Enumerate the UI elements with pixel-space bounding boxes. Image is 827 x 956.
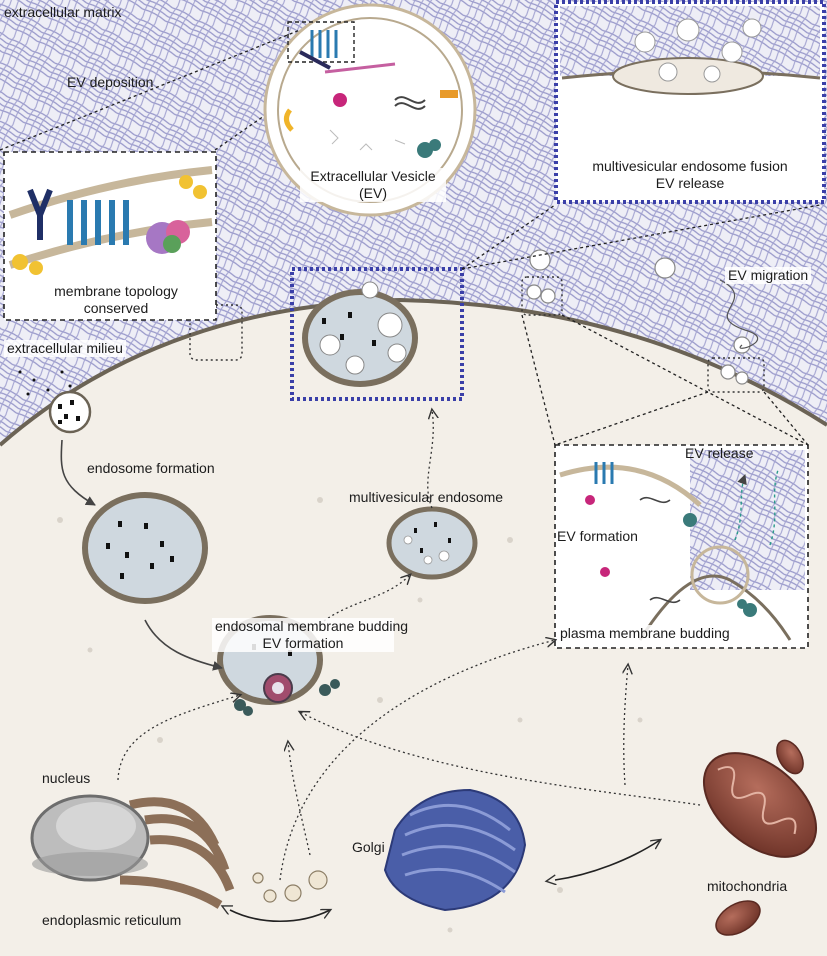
extracellular-vesicle-inset — [263, 3, 477, 217]
nucleus-er — [30, 794, 235, 909]
early-endosome — [82, 492, 208, 604]
transport-vesicles — [252, 870, 328, 903]
label-endosomal-budding-line1: endosomal membrane budding — [215, 618, 409, 634]
label-extracellular-matrix: extracellular matrix — [4, 4, 122, 20]
mve-fusion-detail — [302, 281, 418, 387]
membrane-topology-inset — [3, 151, 217, 321]
label-ev-line2: (EV) — [359, 185, 387, 201]
label-nucleus: nucleus — [42, 770, 91, 786]
label-membrane-topology: membrane topology conserved — [24, 283, 208, 317]
label-extracellular-milieu: extracellular milieu — [4, 340, 126, 357]
label-mve-fusion: multivesicular endosome fusion EV releas… — [562, 158, 818, 192]
pathway-arrows-solid — [60, 439, 223, 671]
ev-formation-release-inset — [554, 444, 809, 649]
label-ev-release: EV release — [685, 445, 754, 461]
label-golgi: Golgi — [352, 839, 385, 855]
label-membrane-topology-line1: membrane topology — [54, 283, 178, 299]
mve-fusion-highlight-box — [290, 267, 464, 401]
label-plasma-membrane-budding: plasma membrane budding — [557, 625, 733, 642]
label-ev-deposition: EV deposition — [67, 74, 154, 90]
mve-fusion-inset — [554, 0, 826, 204]
label-endosomal-budding: endosomal membrane budding EV formation — [212, 618, 409, 652]
label-membrane-topology-line2: conserved — [83, 300, 149, 316]
ev-migration-path — [719, 279, 759, 349]
ev-migration-region-box — [707, 357, 765, 393]
exchange-arrows — [230, 840, 660, 922]
extracellular-milieu-dots — [18, 370, 72, 396]
label-ev-formation: EV formation — [557, 528, 638, 544]
label-mve-fusion-line2: EV release — [655, 175, 725, 191]
label-multivesicular-endosome: multivesicular endosome — [349, 489, 504, 505]
label-ev-line1: Extracellular Vesicle — [310, 168, 436, 184]
plasma-membrane — [0, 297, 827, 447]
label-mve-fusion-line1: multivesicular endosome fusion — [592, 158, 788, 174]
cytoplasm-particles — [57, 497, 643, 933]
label-endoplasmic-reticulum: endoplasmic reticulum — [42, 912, 182, 928]
label-extracellular-vesicle: Extracellular Vesicle (EV) — [300, 168, 446, 202]
golgi — [383, 788, 527, 912]
label-endosome-formation: endosome formation — [87, 460, 215, 476]
label-endosomal-budding-line2: EV formation — [262, 635, 344, 651]
endosome-invagination — [48, 390, 92, 434]
label-ev-migration: EV migration — [725, 267, 812, 284]
multivesicular-endosome — [386, 506, 478, 580]
mitochondria — [702, 739, 818, 936]
pathway-arrows-dotted — [117, 410, 701, 881]
label-mitochondria: mitochondria — [707, 878, 788, 894]
plasma-budding-region-box — [521, 276, 563, 316]
